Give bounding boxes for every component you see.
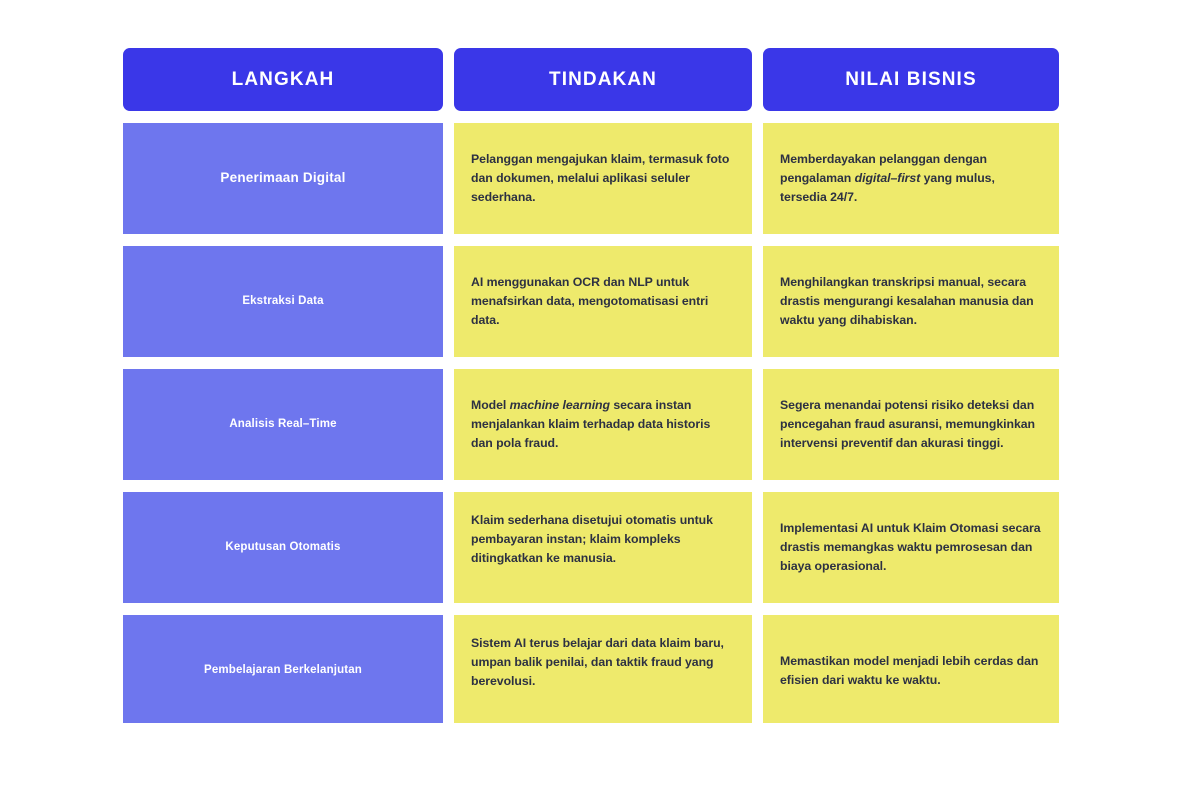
action-cell: Pelanggan mengajukan klaim, termasuk fot… — [454, 123, 752, 234]
column-header-nilai-bisnis-label: NILAI BISNIS — [845, 69, 977, 90]
action-text: Pelanggan mengajukan klaim, termasuk fot… — [471, 152, 730, 204]
column-header-tindakan-label: TINDAKAN — [548, 69, 657, 90]
table-row: Analisis Real–Time Model machine learnin… — [123, 369, 1060, 480]
value-text: Menghilangkan transkripsi manual, secara… — [780, 275, 1034, 327]
value-text: Memastikan model menjadi lebih cerdas da… — [780, 653, 1039, 687]
value-cell: Menghilangkan transkripsi manual, secara… — [763, 246, 1059, 357]
value-cell: Implementasi AI untuk Klaim Otomasi seca… — [763, 492, 1059, 603]
action-cell: Klaim sederhana disetujui otomatis untuk… — [454, 492, 752, 603]
step-cell: Ekstraksi Data — [123, 246, 443, 357]
action-cell: Model machine learning secara instan men… — [454, 369, 752, 480]
value-text: Segera menandai potensi risiko deteksi d… — [780, 398, 1035, 450]
table-row: Pembelajaran Berkelanjutan Sistem AI ter… — [123, 615, 1060, 723]
table-header-row: LANGKAH TINDAKAN NILAI BISNIS — [123, 48, 1060, 111]
step-label: Penerimaan Digital — [220, 170, 346, 186]
column-header-langkah-label: LANGKAH — [231, 69, 335, 90]
column-header-nilai-bisnis: NILAI BISNIS — [763, 48, 1059, 111]
column-header-tindakan: TINDAKAN — [454, 48, 752, 111]
value-cell: Segera menandai potensi risiko deteksi d… — [763, 369, 1059, 480]
value-cell: Memastikan model menjadi lebih cerdas da… — [763, 615, 1059, 723]
action-cell: AI menggunakan OCR dan NLP untuk menafsi… — [454, 246, 752, 357]
step-cell: Keputusan Otomatis — [123, 492, 443, 603]
action-cell: Sistem AI terus belajar dari data klaim … — [454, 615, 752, 723]
value-text: Memberdayakan pelanggan dengan pengalama… — [780, 152, 995, 204]
step-cell: Penerimaan Digital — [123, 123, 443, 234]
action-text: Model machine learning secara instan men… — [471, 398, 711, 450]
step-label: Pembelajaran Berkelanjutan — [204, 663, 362, 676]
action-text: AI menggunakan OCR dan NLP untuk menafsi… — [471, 275, 709, 327]
process-table: LANGKAH TINDAKAN NILAI BISNIS Penerimaan… — [123, 48, 1060, 723]
table-row: Keputusan Otomatis Klaim sederhana diset… — [123, 492, 1060, 603]
value-cell: Memberdayakan pelanggan dengan pengalama… — [763, 123, 1059, 234]
action-text: Klaim sederhana disetujui otomatis untuk… — [471, 513, 713, 565]
column-header-langkah: LANGKAH — [123, 48, 443, 111]
step-cell: Analisis Real–Time — [123, 369, 443, 480]
table-row: Penerimaan Digital Pelanggan mengajukan … — [123, 123, 1060, 234]
step-label: Ekstraksi Data — [242, 294, 324, 307]
action-text: Sistem AI terus belajar dari data klaim … — [471, 636, 724, 688]
value-text: Implementasi AI untuk Klaim Otomasi seca… — [780, 521, 1041, 573]
step-label: Keputusan Otomatis — [225, 540, 341, 553]
step-label: Analisis Real–Time — [229, 417, 337, 430]
table-row: Ekstraksi Data AI menggunakan OCR dan NL… — [123, 246, 1060, 357]
step-cell: Pembelajaran Berkelanjutan — [123, 615, 443, 723]
